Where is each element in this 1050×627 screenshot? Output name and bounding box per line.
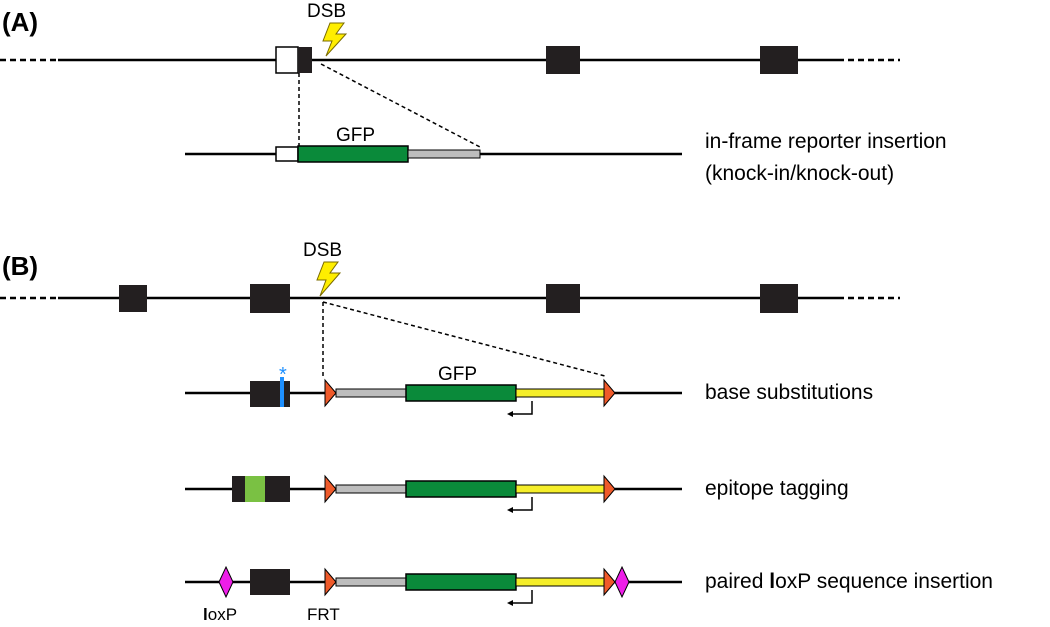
homology-arm (407, 149, 481, 159)
lightning-icon (316, 261, 342, 297)
gfp-box (405, 480, 517, 498)
exon (250, 284, 290, 313)
exon (760, 284, 798, 313)
loxp-label: loxP (203, 605, 237, 624)
panel-b-label: (B) (2, 251, 38, 281)
gfp-box (405, 573, 517, 591)
panel-b-dsb-label: DSB (303, 240, 342, 261)
guide-line (320, 63, 481, 148)
homology-arm (335, 484, 409, 494)
panel-a-dsb-label: DSB (307, 1, 346, 22)
frt-site (324, 474, 337, 504)
construct-row-base-substitutions (185, 377, 682, 417)
panel-b-genome (0, 284, 900, 313)
promoter-arrow-icon (513, 401, 533, 415)
row-description: paired loxP sequence insertion (705, 570, 993, 593)
panel-a-construct (185, 145, 682, 163)
epitope-tag (245, 476, 265, 502)
utr-box (275, 46, 299, 74)
frt-site (324, 567, 337, 597)
gfp-label: GFP (438, 364, 477, 385)
row-description: base substitutions (705, 381, 873, 404)
utr-box (275, 146, 299, 162)
panel-a-label: (A) (2, 7, 38, 37)
exon (119, 285, 147, 312)
selection-cassette (515, 577, 605, 587)
loxp-site (614, 565, 630, 599)
frt-site (324, 378, 337, 408)
exon (298, 47, 312, 73)
homology-arm (335, 388, 409, 398)
row-description: epitope tagging (705, 477, 849, 500)
frt-site (603, 567, 616, 597)
promoter-arrow-icon (513, 497, 533, 511)
frt-site (603, 474, 616, 504)
panel-a-description-sub: (knock-in/knock-out) (705, 162, 894, 185)
homology-arm (335, 577, 409, 587)
panel-a-description: in-frame reporter insertion (705, 130, 947, 153)
loxp-site (218, 565, 234, 599)
frt-label: FRT (307, 605, 340, 624)
substitution-mark (280, 377, 284, 407)
selection-cassette (515, 484, 605, 494)
lightning-icon (322, 22, 348, 57)
exon (250, 569, 290, 595)
construct-row-loxp-insertion (185, 565, 682, 606)
exon (546, 284, 580, 313)
panel-a-genome (0, 46, 900, 74)
gfp-label: GFP (336, 125, 375, 146)
asterisk-mark: * (279, 364, 287, 386)
gfp-box (297, 145, 409, 163)
exon (760, 46, 798, 74)
exon (546, 46, 580, 74)
frt-site (603, 378, 616, 408)
construct-row-epitope-tagging (185, 474, 682, 513)
gfp-box (405, 384, 517, 402)
selection-cassette (515, 388, 605, 398)
promoter-arrow-icon (513, 590, 533, 604)
